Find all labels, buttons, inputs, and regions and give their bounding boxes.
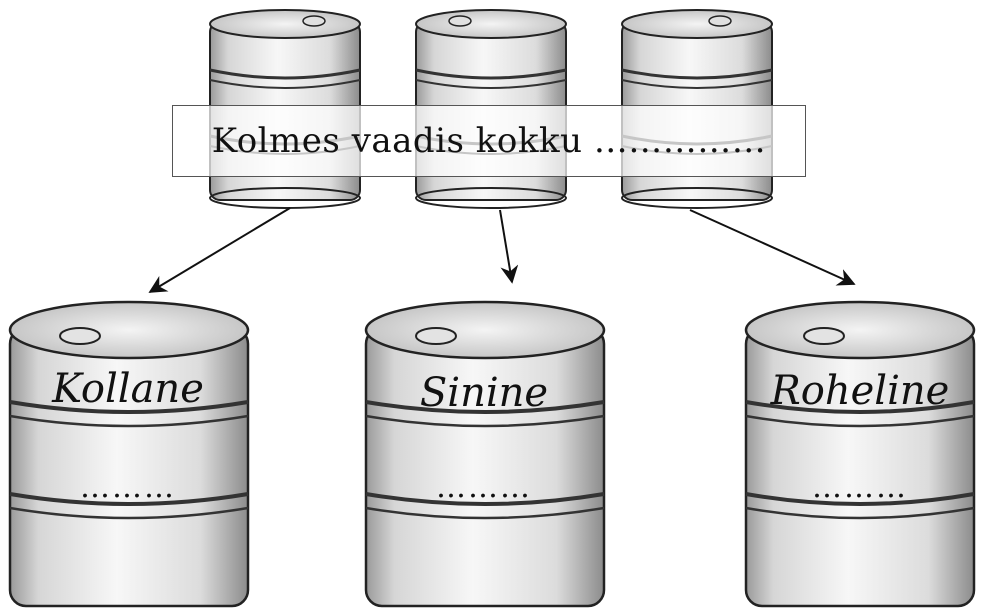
barrel-name-kollane: Kollane [52,366,204,412]
arrow-right [689,209,856,286]
barrel-blank-roheline: ……… [812,470,908,505]
barrel-blank-sinine: ……… [436,470,532,505]
large-barrel-kollane [8,300,250,608]
arrow-left [148,207,291,293]
large-barrel-roheline [744,300,976,608]
barrel-name-roheline: Roheline [770,368,950,414]
large-barrel-sinine [364,300,606,608]
barrel-blank-kollane: ……… [80,470,176,505]
total-box: Kolmes vaadis kokku …………… [172,105,806,177]
arrow-middle [499,209,519,284]
barrel-name-sinine: Sinine [419,370,549,416]
total-label: Kolmes vaadis kokku …………… [211,121,767,161]
